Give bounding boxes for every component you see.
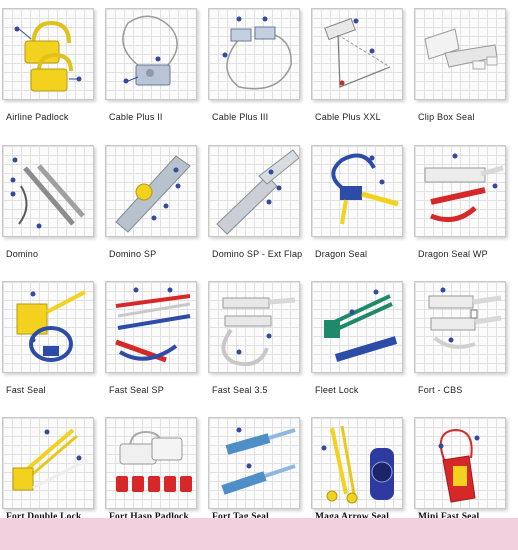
product-card[interactable]: Clip Box Seal [412,0,515,135]
product-thumbnail[interactable] [311,417,403,509]
product-card[interactable]: Mini Fast Seal [412,409,515,544]
pull-tight-seal-icon [221,297,296,367]
product-thumbnail[interactable] [414,281,506,373]
product-thumbnail[interactable] [208,8,300,100]
product-card[interactable]: Dragon Seal [309,137,412,272]
product-thumbnail[interactable] [311,281,403,373]
product-label[interactable]: Fort Hasp Padlock [109,512,189,522]
product-thumbnail[interactable] [414,145,506,237]
pull-tight-seal-icon [324,289,398,362]
pull-tight-seal-icon [16,290,86,362]
product-label[interactable]: Fast Seal [6,385,46,395]
product-card[interactable]: Maga Arrow Seal [309,409,412,544]
product-label[interactable]: Cable Plus III [212,112,269,122]
product-thumbnail[interactable] [2,8,94,100]
product-card[interactable]: Cable Plus II [103,0,206,135]
pull-tight-seal-icon [115,287,191,363]
product-card[interactable]: Fort Hasp Padlock [103,409,206,544]
product-thumbnail[interactable] [2,417,94,509]
product-label[interactable]: Cable Plus XXL [315,112,381,122]
product-card[interactable]: Fast Seal [0,273,103,408]
product-thumbnail[interactable] [208,281,300,373]
product-thumbnail[interactable] [2,281,94,373]
padlock-seal-icon [116,430,192,492]
product-label[interactable]: Maga Arrow Seal [315,512,390,522]
strip-seal-icon [428,287,502,349]
cable-seal-icon [324,17,391,88]
pull-tight-seal-icon [424,153,504,223]
product-card[interactable]: Cable Plus III [206,0,309,135]
product-label[interactable]: Fleet Lock [315,385,359,395]
pull-tight-seal-icon [331,153,399,225]
product-label[interactable]: Cable Plus II [109,112,163,122]
product-label[interactable]: Fort Double Lock [6,512,82,522]
airline-padlock-seal-icon [14,20,82,92]
strip-seal-icon [216,149,299,235]
tag-seal-icon [221,427,296,495]
product-thumbnail[interactable] [105,8,197,100]
strip-seal-icon [10,157,85,229]
product-card[interactable]: Domino SP - Ext Flap [206,137,309,272]
product-card[interactable]: Fort Double Lock [0,409,103,544]
product-thumbnail[interactable] [2,145,94,237]
pull-tight-seal-icon [438,428,480,503]
product-label[interactable]: Domino [6,249,39,259]
product-label[interactable]: Fort Tag Seal [212,512,269,522]
product-thumbnail[interactable] [105,281,197,373]
product-card[interactable]: Cable Plus XXL [309,0,412,135]
product-label[interactable]: Fort - CBS [418,385,463,395]
product-label[interactable]: Domino SP [109,249,157,259]
product-card[interactable]: Fort - CBS [412,273,515,408]
product-card[interactable]: Fleet Lock [309,273,412,408]
product-card[interactable]: Domino SP [103,137,206,272]
product-card[interactable]: Dragon Seal WP [412,137,515,272]
product-thumbnail[interactable] [311,8,403,100]
strip-seal-icon [115,155,191,233]
product-card[interactable]: Fast Seal 3.5 [206,273,309,408]
footer-band [0,518,518,550]
product-label[interactable]: Fast Seal SP [109,385,164,395]
product-card[interactable]: Airline Padlock [0,0,103,135]
product-thumbnail[interactable] [414,8,506,100]
pull-tight-seal-icon [12,428,88,491]
product-thumbnail[interactable] [311,145,403,237]
product-thumbnail[interactable] [105,417,197,509]
product-thumbnail[interactable] [208,417,300,509]
product-label[interactable]: Domino SP - Ext Flap [212,249,303,259]
arrow-seal-icon [321,425,394,504]
product-label[interactable]: Airline Padlock [6,112,69,122]
clip-box-seal-icon [424,28,498,70]
product-thumbnail[interactable] [105,145,197,237]
product-label[interactable]: Mini Fast Seal [418,512,480,522]
cable-seal-icon [122,15,178,86]
product-thumbnail[interactable] [414,417,506,509]
product-label[interactable]: Fast Seal 3.5 [212,385,268,395]
product-card[interactable]: Domino [0,137,103,272]
product-card[interactable]: Fort Tag Seal [206,409,309,544]
cable-seal-icon [222,16,292,90]
product-card[interactable]: Fast Seal SP [103,273,206,408]
product-label[interactable]: Dragon Seal WP [418,249,488,259]
product-label[interactable]: Clip Box Seal [418,112,475,122]
product-label[interactable]: Dragon Seal [315,249,368,259]
product-thumbnail[interactable] [208,145,300,237]
